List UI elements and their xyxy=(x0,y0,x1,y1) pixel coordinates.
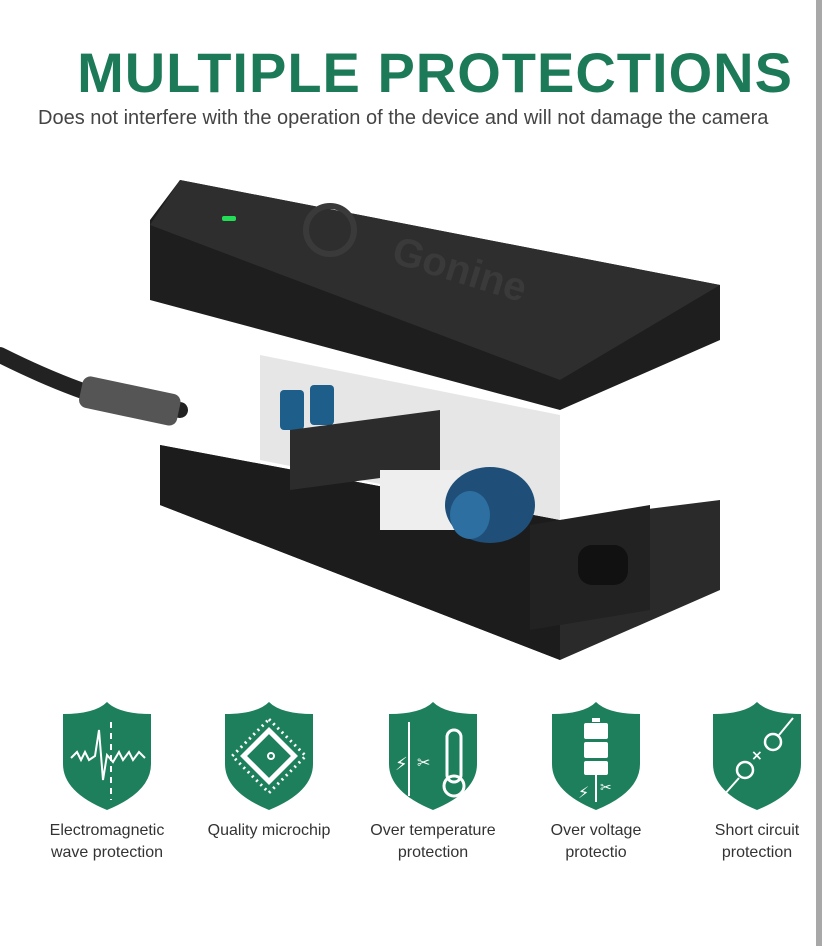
feature-electromagnetic: Electromagnetic wave protection xyxy=(32,700,182,864)
feature-label: Over temperature xyxy=(370,822,496,839)
svg-text:⚡: ⚡ xyxy=(578,783,589,802)
scrollbar[interactable] xyxy=(816,0,822,946)
feature-label: Over voltage xyxy=(550,822,642,839)
svg-text:⚡: ⚡ xyxy=(395,754,408,775)
feature-label: Electromagnetic xyxy=(49,822,165,839)
feature-label: protection xyxy=(721,844,793,861)
short-circuit-icon: × xyxy=(713,702,801,810)
battery-icon: ⚡ ✂ xyxy=(552,702,640,810)
feature-label: protection xyxy=(397,844,469,861)
feature-label: Short circuit xyxy=(714,822,800,839)
svg-text:✂: ✂ xyxy=(600,780,612,796)
page-title: MULTIPLE PROTECTIONS xyxy=(77,41,793,104)
feature-label: protectio xyxy=(565,844,627,861)
svg-text:×: × xyxy=(751,748,763,764)
waveform-icon xyxy=(63,702,151,810)
feature-short-circuit: × Short circuit protection xyxy=(682,700,828,864)
feature-over-temperature: ⚡ ✂ Over temperature protection xyxy=(358,700,508,864)
feature-over-voltage: ⚡ ✂ Over voltage protectio xyxy=(521,700,671,864)
feature-label: wave protection xyxy=(50,844,164,861)
status-led xyxy=(222,216,236,221)
thermometer-icon: ⚡ ✂ xyxy=(389,702,477,810)
feature-microchip: Quality microchip xyxy=(194,700,344,842)
page-subtitle: Does not interfere with the operation of… xyxy=(38,107,769,129)
feature-label: Quality microchip xyxy=(207,822,331,839)
power-adapter-image: Gonine xyxy=(0,180,720,660)
microchip-icon xyxy=(225,702,313,810)
svg-text:✂: ✂ xyxy=(417,753,430,772)
